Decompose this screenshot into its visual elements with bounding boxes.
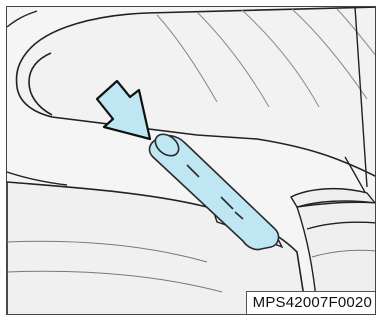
parking-brake-illustration — [7, 7, 376, 315]
illustration-frame: MPS42007F0020 — [6, 6, 376, 315]
figure-code-label: MPS42007F0020 — [246, 291, 375, 314]
